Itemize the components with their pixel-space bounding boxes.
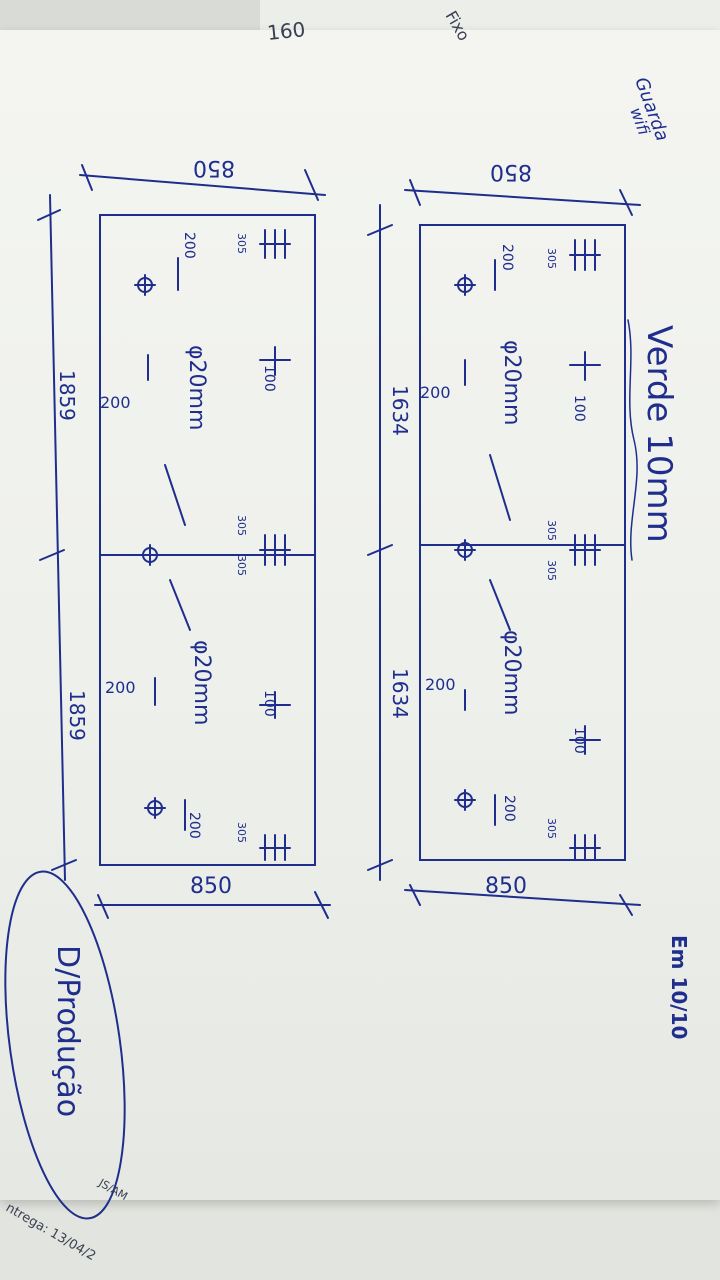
panel-top-height-dim-bottom (404, 889, 641, 906)
panel-top-outline (419, 224, 626, 861)
panel-bottom-hole-offset-3: 200 (105, 678, 136, 697)
panel-bottom-total-label-left: 1859 (55, 370, 79, 421)
material-label: Verde 10mm (639, 325, 679, 543)
panel-top-height-label-bottom: 850 (485, 874, 527, 899)
panel-top-hinge-marks (569, 239, 601, 861)
date-stamp: Em 10/10 (667, 935, 691, 1039)
panel-bottom-total-label-right: 1859 (65, 690, 89, 741)
panel-top-hinge-width-2: 305 (545, 520, 558, 541)
panel-top-total-label-right: 1634 (388, 668, 412, 719)
panel-top-hole-diameter-1: φ20mm (499, 340, 524, 425)
header-underline (627, 319, 638, 561)
panel-bottom-outline (99, 214, 316, 866)
panel-bottom-height-label-top: 850 (193, 155, 235, 180)
panel-bottom-hole-offset-2: 200 (100, 393, 131, 412)
panel-bottom-hinge-width-3: 305 (235, 555, 248, 576)
panel-top-height-dim-top (404, 189, 641, 206)
panel-bottom-hinge-width-1: 305 (235, 233, 248, 254)
panel-top-hole-offset-2: 200 (420, 383, 451, 402)
panel-top-hole-offset-1: 200 (499, 244, 515, 271)
panel-bottom-hinge-width-4: 305 (235, 822, 248, 843)
panel-bottom-edge-offset-2: 100 (261, 690, 277, 717)
production-circle (4, 870, 126, 1220)
production-mark: D/Produção (50, 945, 85, 1117)
panel-top-edge-offset-1: 100 (571, 395, 587, 422)
panel-bottom-height-dim-top (79, 174, 326, 196)
panel-top-edge-offset-2: 100 (571, 727, 587, 754)
panel-bottom-hole-offset-4: 200 (186, 812, 202, 839)
panel-top-hole-diameter-2: φ20mm (499, 630, 524, 715)
delivery-date-text: ntrega: 13/04/2 (3, 1200, 98, 1264)
panel-bottom-hole-diameter-2: φ20mm (189, 640, 214, 725)
panel-bottom-hole-diameter-1: φ20mm (184, 345, 209, 430)
panel-top-holes (454, 259, 511, 826)
corner-note-fixo: Fixo (442, 8, 474, 45)
corner-note-number: 160 (266, 17, 306, 45)
panel-top-hinge-width-3: 305 (545, 560, 558, 581)
panel-top-total-label-left: 1634 (388, 385, 412, 436)
panel-bottom-hinge-width-2: 305 (235, 515, 248, 536)
panel-top-hinge-width-4: 305 (545, 818, 558, 839)
panel-bottom-hinge-marks (259, 229, 291, 861)
panel-bottom-dimension-line (49, 194, 66, 881)
panel-top-height-label-top: 850 (490, 159, 532, 184)
panel-bottom-holes (134, 257, 191, 831)
panel-top-hole-offset-4: 200 (501, 795, 517, 822)
panel-top-hinge-width-1: 305 (545, 248, 558, 269)
reference-text: JS/AM (96, 1176, 130, 1203)
panel-bottom-hole-offset-1: 200 (181, 232, 197, 259)
panel-bottom-edge-offset-1: 100 (261, 365, 277, 392)
panel-bottom-height-label-bottom: 850 (190, 874, 232, 899)
panel-top-hole-offset-3: 200 (425, 675, 456, 694)
